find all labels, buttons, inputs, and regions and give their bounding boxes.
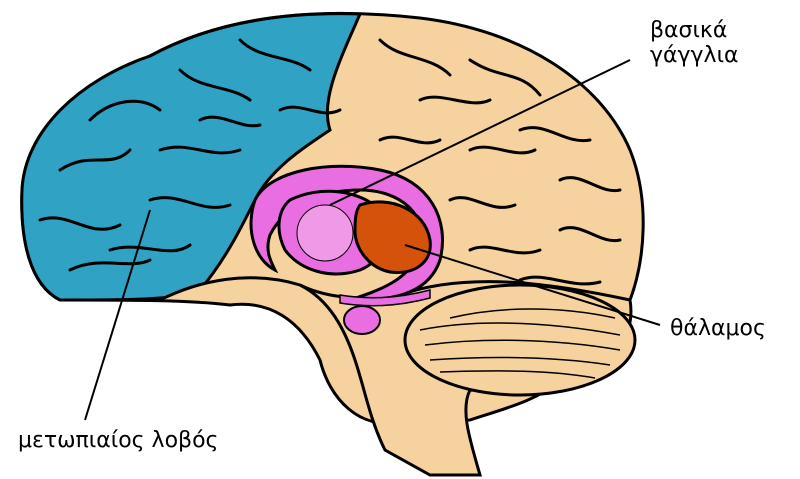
leader-line-basal-ganglia [329, 59, 631, 206]
basal-ganglia-core [296, 204, 354, 262]
label-basal-ganglia: βασικά γάγγλια [650, 18, 739, 69]
label-frontal-lobe: μετωπιαίος λοβός [18, 428, 219, 453]
leader-line-frontal-lobe [84, 209, 151, 421]
cortex-gyri [38, 38, 622, 286]
label-basal-ganglia-line2: γάγγλια [650, 43, 739, 69]
label-thalamus: θάλαμος [670, 316, 766, 341]
hypothalamus [343, 305, 381, 335]
basal-ganglia-lower-band [339, 289, 431, 307]
cerebellum-folds [419, 308, 621, 379]
leader-line-thalamus [404, 244, 661, 326]
label-basal-ganglia-line1: βασικά [650, 18, 728, 43]
thalamus-region [353, 200, 432, 274]
